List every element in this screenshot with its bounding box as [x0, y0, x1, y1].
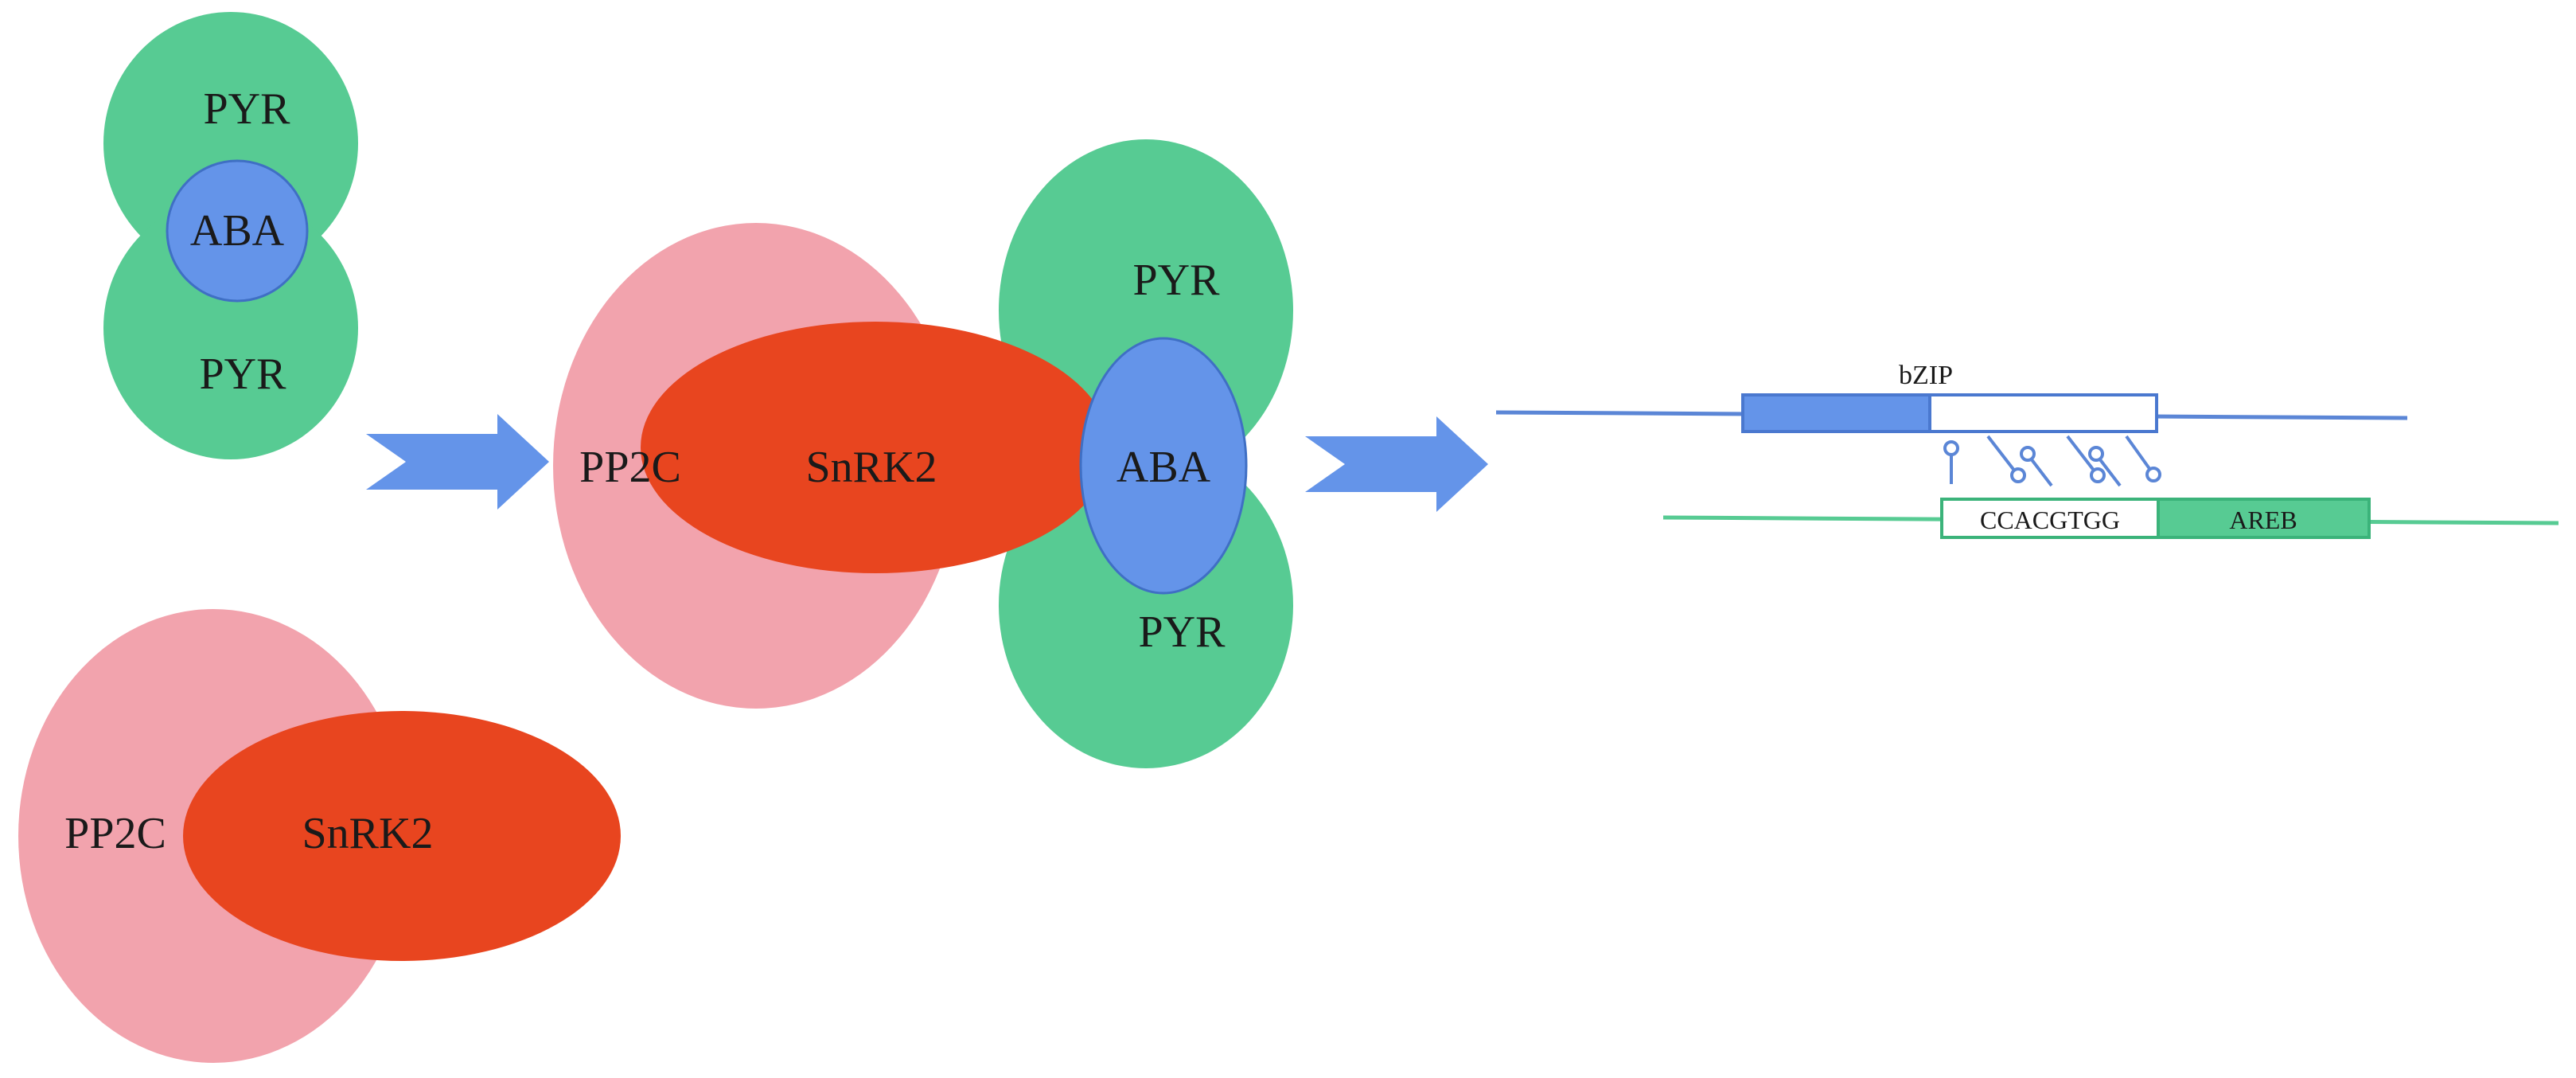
aba-shape: [166, 159, 309, 303]
areb-box: [2157, 498, 2371, 539]
binding-contact-line: [2125, 435, 2152, 471]
binding-contact-dot: [2145, 467, 2161, 482]
snrk2-label: SnRK2: [302, 809, 434, 858]
binding-contacts: [1943, 435, 2161, 487]
pyr-aba-complex-top-left: PYR ABA PYR: [103, 12, 358, 459]
motif-box: [1940, 498, 2160, 539]
binding-contact-dot: [2010, 467, 2026, 483]
aba-label: ABA: [1117, 443, 1211, 492]
pyr-label: PYR: [1133, 256, 1221, 305]
bzip-domain-open: [1928, 393, 2158, 433]
pp2c-label: PP2C: [579, 443, 681, 492]
right-arrow-icon: [366, 414, 549, 510]
binding-contact-line: [2098, 457, 2122, 487]
areb-label: AREB: [2229, 506, 2297, 534]
right-arrow-icon: [1305, 416, 1488, 512]
pp2c-snrk2-complex: PP2C SnRK2: [18, 609, 621, 1063]
pp2c-label: PP2C: [64, 809, 166, 858]
aba-label: ABA: [190, 206, 285, 256]
aba-shape: [1079, 337, 1248, 595]
pyr-label: PYR: [1139, 607, 1226, 657]
binding-contact-dot: [2088, 446, 2104, 462]
snrk2-label: SnRK2: [806, 443, 937, 492]
bzip-domain-filled: [1741, 393, 1931, 433]
snrk2-shape: [641, 322, 1110, 573]
pyr-label: PYR: [204, 84, 291, 134]
bzip-label: bZIP: [1899, 361, 1953, 390]
pyr-label: PYR: [200, 350, 287, 399]
bzip-areb-binding: bZIP CCACGTGG AREB: [1495, 361, 2559, 539]
binding-contact-dot: [1943, 440, 1959, 456]
ternary-complex-center: PP2C SnRK2 PYR ABA PYR: [553, 139, 1293, 768]
binding-contact-line: [2066, 435, 2096, 473]
binding-contact-dot: [2090, 467, 2106, 483]
binding-contact-line: [1986, 435, 2017, 473]
binding-contact-line: [2029, 457, 2053, 487]
snrk2-shape: [183, 711, 621, 961]
binding-contact-dot: [2020, 446, 2036, 462]
motif-label: CCACGTGG: [1980, 506, 2120, 534]
